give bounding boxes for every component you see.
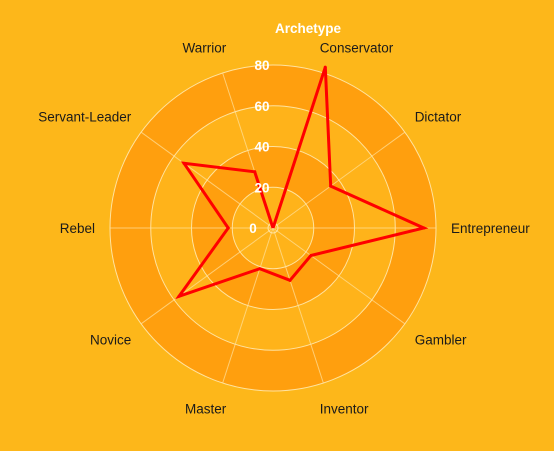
- series-layer: [175, 65, 429, 300]
- point-conservator: [323, 65, 327, 69]
- point-warrior: [253, 170, 257, 174]
- spoke-inventor: [272, 227, 324, 384]
- point-inventor: [288, 278, 292, 282]
- point-master: [258, 267, 262, 271]
- category-label-warrior: Warrior: [183, 40, 227, 55]
- category-label-inventor: Inventor: [320, 402, 369, 417]
- category-label-gambler: Gambler: [415, 333, 467, 348]
- tick-label-20: 20: [254, 180, 269, 195]
- point-novice: [177, 294, 181, 298]
- point-entrepreneur: [422, 226, 426, 230]
- spoke-novice: [140, 227, 274, 325]
- tick-label-40: 40: [254, 140, 269, 155]
- category-label-master: Master: [185, 402, 227, 417]
- tick-label-80: 80: [254, 58, 269, 73]
- tick-label-60: 60: [254, 99, 269, 114]
- axis-title: Archetype: [275, 21, 342, 36]
- radial-tick-labels: 0 20 40 60 80: [249, 58, 269, 236]
- category-label-novice: Novice: [90, 333, 131, 348]
- point-rebel: [226, 226, 230, 230]
- spoke-master: [222, 227, 274, 384]
- series-line-0: [175, 66, 429, 300]
- category-label-entrepreneur: Entrepreneur: [451, 221, 530, 236]
- spoke-servant-leader: [140, 131, 274, 229]
- point-gambler: [309, 254, 313, 258]
- point-dictator: [329, 184, 333, 188]
- category-label-conservator: Conservator: [320, 40, 394, 55]
- category-label-dictator: Dictator: [415, 109, 462, 124]
- category-label-servant-leader: Servant-Leader: [38, 109, 132, 124]
- category-label-rebel: Rebel: [60, 221, 95, 236]
- category-labels: ConservatorDictatorEntrepreneurGamblerIn…: [38, 40, 530, 416]
- spoke-gambler: [272, 227, 406, 325]
- tick-label-0: 0: [249, 221, 257, 236]
- point-servant-leader: [182, 161, 186, 165]
- spoke-dictator: [272, 131, 406, 229]
